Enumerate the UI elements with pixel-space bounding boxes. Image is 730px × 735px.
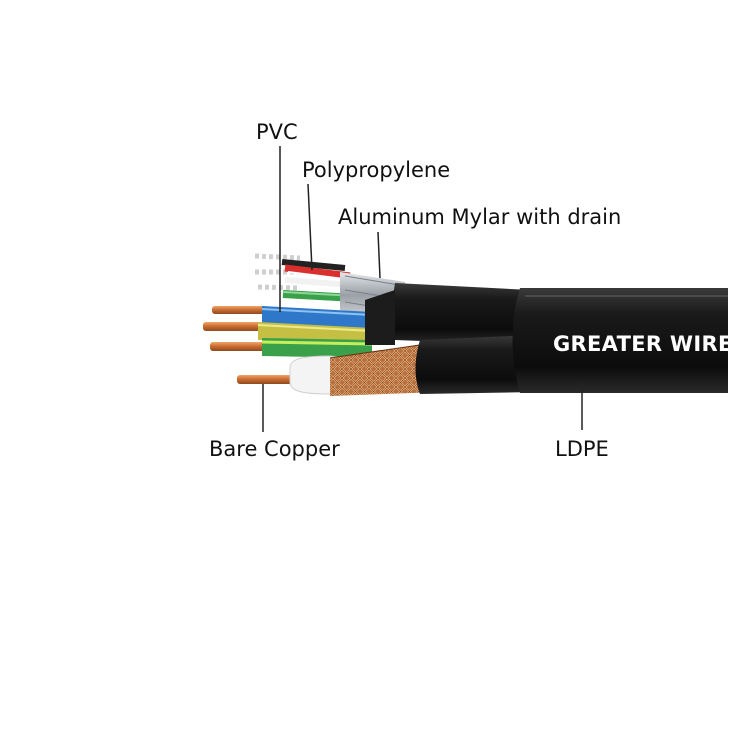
insulated-conductors bbox=[203, 306, 372, 358]
leader-line-aluminum-mylar bbox=[378, 232, 380, 278]
label-ldpe: LDPE bbox=[555, 437, 609, 461]
copper-strand bbox=[203, 322, 263, 331]
ldpe-outer-jacket: GREATER WIRE bbox=[513, 288, 730, 393]
leader-line-polypropylene bbox=[308, 184, 312, 270]
label-aluminum-mylar: Aluminum Mylar with drain bbox=[338, 205, 621, 229]
label-bare-copper: Bare Copper bbox=[209, 437, 340, 461]
brand-text: GREATER WIRE bbox=[553, 332, 730, 356]
label-polypropylene: Polypropylene bbox=[302, 158, 450, 182]
label-pvc: PVC bbox=[256, 120, 298, 144]
copper-strand bbox=[212, 306, 267, 314]
copper-strand bbox=[210, 342, 265, 351]
bare-copper-conductor bbox=[237, 375, 297, 384]
